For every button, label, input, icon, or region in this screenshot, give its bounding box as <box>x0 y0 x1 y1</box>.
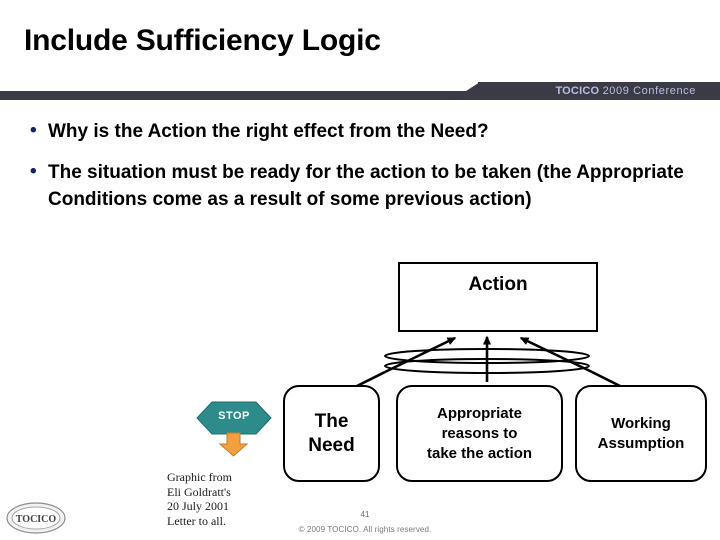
arrow-assumption-to-action <box>519 336 593 374</box>
leg-need <box>356 370 386 388</box>
bullet-text: The situation must be ready for the acti… <box>48 162 684 210</box>
banner-bar-left <box>0 91 480 100</box>
banner-text: TOCICO 2009 Conference <box>555 83 696 100</box>
node-the-need[interactable]: The Need <box>283 385 380 482</box>
bullet-marker-icon: • <box>30 161 37 182</box>
node-appropriate-reasons[interactable]: Appropriate reasons to take the action <box>396 385 563 482</box>
list-item: • The situation must be ready for the ac… <box>30 159 700 213</box>
and-connector-ellipse-lower <box>384 358 590 374</box>
bullet-list: • Why is the Action the right effect fro… <box>30 118 700 227</box>
tocico-logo: TOCICO <box>6 502 66 534</box>
node-working-assumption-label: Working Assumption <box>597 414 685 452</box>
stop-graphic: STOP <box>193 400 275 456</box>
bullet-marker-icon: • <box>30 120 37 141</box>
list-item: • Why is the Action the right effect fro… <box>30 118 700 145</box>
node-the-need-label: The Need <box>308 410 355 456</box>
copyright-notice: © 2009 TOCICO. All rights reserved. <box>298 525 432 534</box>
banner-year: 2009 Conference <box>602 85 696 97</box>
banner-brand: TOCICO <box>555 85 600 97</box>
bullet-text: Why is the Action the right effect from … <box>48 121 489 142</box>
leg-assumption <box>591 370 621 388</box>
credit-line: 20 July 2001 <box>167 499 230 513</box>
banner-bar-right <box>478 82 720 100</box>
node-working-assumption[interactable]: Working Assumption <box>575 385 707 482</box>
stop-label: STOP <box>218 410 250 422</box>
credit-line: Graphic from <box>167 470 232 484</box>
credit-line: Letter to all. <box>167 513 226 528</box>
graphic-credit: Graphic from Eli Goldratt's 20 July 2001… <box>167 470 297 528</box>
svg-text:TOCICO: TOCICO <box>16 514 57 525</box>
node-appropriate-reasons-label: Appropriate reasons to take the action <box>426 404 533 462</box>
credit-line: Eli Goldratt's <box>167 484 231 499</box>
header-banner: TOCICO 2009 Conference <box>0 82 720 100</box>
node-action[interactable]: Action <box>398 262 598 332</box>
arrow-need-to-action <box>384 336 457 374</box>
page-title: Include Sufficiency Logic <box>24 24 381 57</box>
and-connector-ellipse-upper <box>384 348 590 364</box>
slide-number: 41 <box>360 510 370 519</box>
